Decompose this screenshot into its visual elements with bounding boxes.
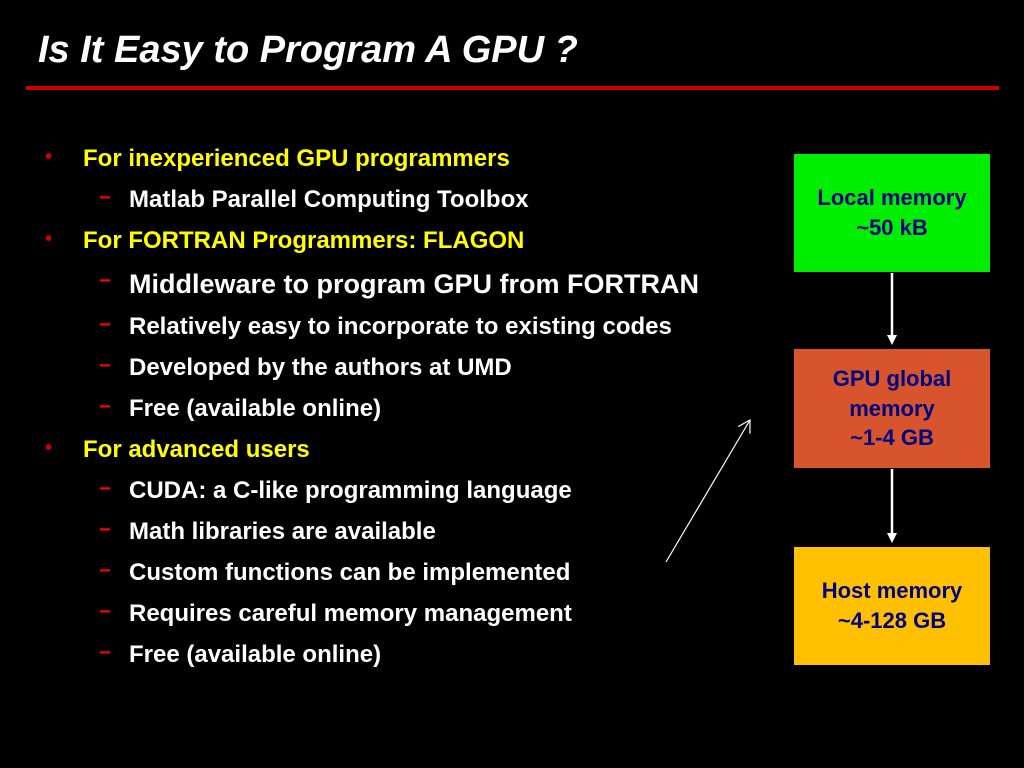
sub-bullet-item: − Developed by the authors at UMD: [99, 354, 512, 381]
dash-icon: −: [99, 519, 111, 541]
dash-icon: −: [99, 601, 111, 623]
local-memory-size: ~50 kB: [856, 215, 928, 240]
sub-bullet-item: − Requires careful memory management: [99, 600, 572, 627]
dash-icon: −: [99, 478, 111, 500]
sub-bullet-text: Requires careful memory management: [129, 600, 572, 627]
sub-bullet-text: Custom functions can be implemented: [129, 559, 571, 586]
host-memory-label: Host memory: [821, 578, 963, 604]
sub-bullet-item: − CUDA: a C-like programming language: [99, 477, 572, 504]
bullet-item: • For FORTRAN Programmers: FLAGON: [45, 227, 525, 254]
dash-icon: −: [99, 314, 111, 336]
bullet-item: • For inexperienced GPU programmers: [45, 145, 510, 172]
gpu-memory-size: ~1-4 GB: [850, 425, 934, 451]
bullet-dot-icon: •: [45, 228, 53, 250]
bullet-text: For inexperienced GPU programmers: [83, 145, 510, 172]
sub-bullet-text: Matlab Parallel Computing Toolbox: [129, 186, 529, 213]
sub-bullet-text: CUDA: a C-like programming language: [129, 477, 572, 504]
local-memory-box: Local memory ~50 kB: [794, 154, 990, 272]
sub-bullet-item: − Relatively easy to incorporate to exis…: [99, 313, 672, 340]
bullet-dot-icon: •: [45, 437, 53, 459]
sub-bullet-text: Free (available online): [129, 395, 382, 422]
dash-icon: −: [99, 187, 111, 209]
bullet-list: • For inexperienced GPU programmers − Ma…: [45, 145, 700, 668]
dash-icon: −: [99, 560, 111, 582]
sub-bullet-text: Relatively easy to incorporate to existi…: [129, 313, 672, 340]
gpu-global-memory-box: GPU global memory ~1-4 GB: [794, 349, 990, 468]
sub-bullet-item: − Free (available online): [99, 641, 382, 668]
sub-bullet-item: − Middleware to program GPU from FORTRAN: [99, 269, 700, 299]
bullet-text: For FORTRAN Programmers: FLAGON: [83, 227, 525, 254]
dash-icon: −: [99, 355, 111, 377]
sub-bullet-item: − Math libraries are available: [99, 518, 436, 545]
gpu-memory-label-line1: GPU global: [832, 365, 952, 391]
sub-bullet-item: − Free (available online): [99, 395, 382, 422]
bullet-dot-icon: •: [45, 146, 53, 168]
dash-icon: −: [99, 396, 111, 418]
sub-bullet-text: Developed by the authors at UMD: [129, 354, 512, 381]
dash-icon: −: [99, 642, 111, 664]
sub-bullet-text: Free (available online): [129, 641, 382, 668]
gpu-memory-label-line2: memory: [849, 395, 935, 421]
host-memory-box: Host memory ~4-128 GB: [794, 547, 990, 665]
bullet-item: • For advanced users: [45, 436, 310, 463]
local-memory-label: Local memory: [817, 185, 967, 211]
bullet-text: For advanced users: [83, 436, 310, 463]
sub-bullet-text: Math libraries are available: [129, 518, 436, 545]
slide-title: Is It Easy to Program A GPU ?: [38, 29, 578, 71]
sub-bullet-item: − Custom functions can be implemented: [99, 559, 571, 586]
sub-bullet-item: − Matlab Parallel Computing Toolbox: [99, 186, 529, 213]
host-memory-size: ~4-128 GB: [837, 608, 947, 633]
sub-bullet-text: Middleware to program GPU from FORTRAN: [129, 269, 700, 299]
title-underline: [26, 86, 999, 90]
dash-icon: −: [99, 270, 111, 292]
